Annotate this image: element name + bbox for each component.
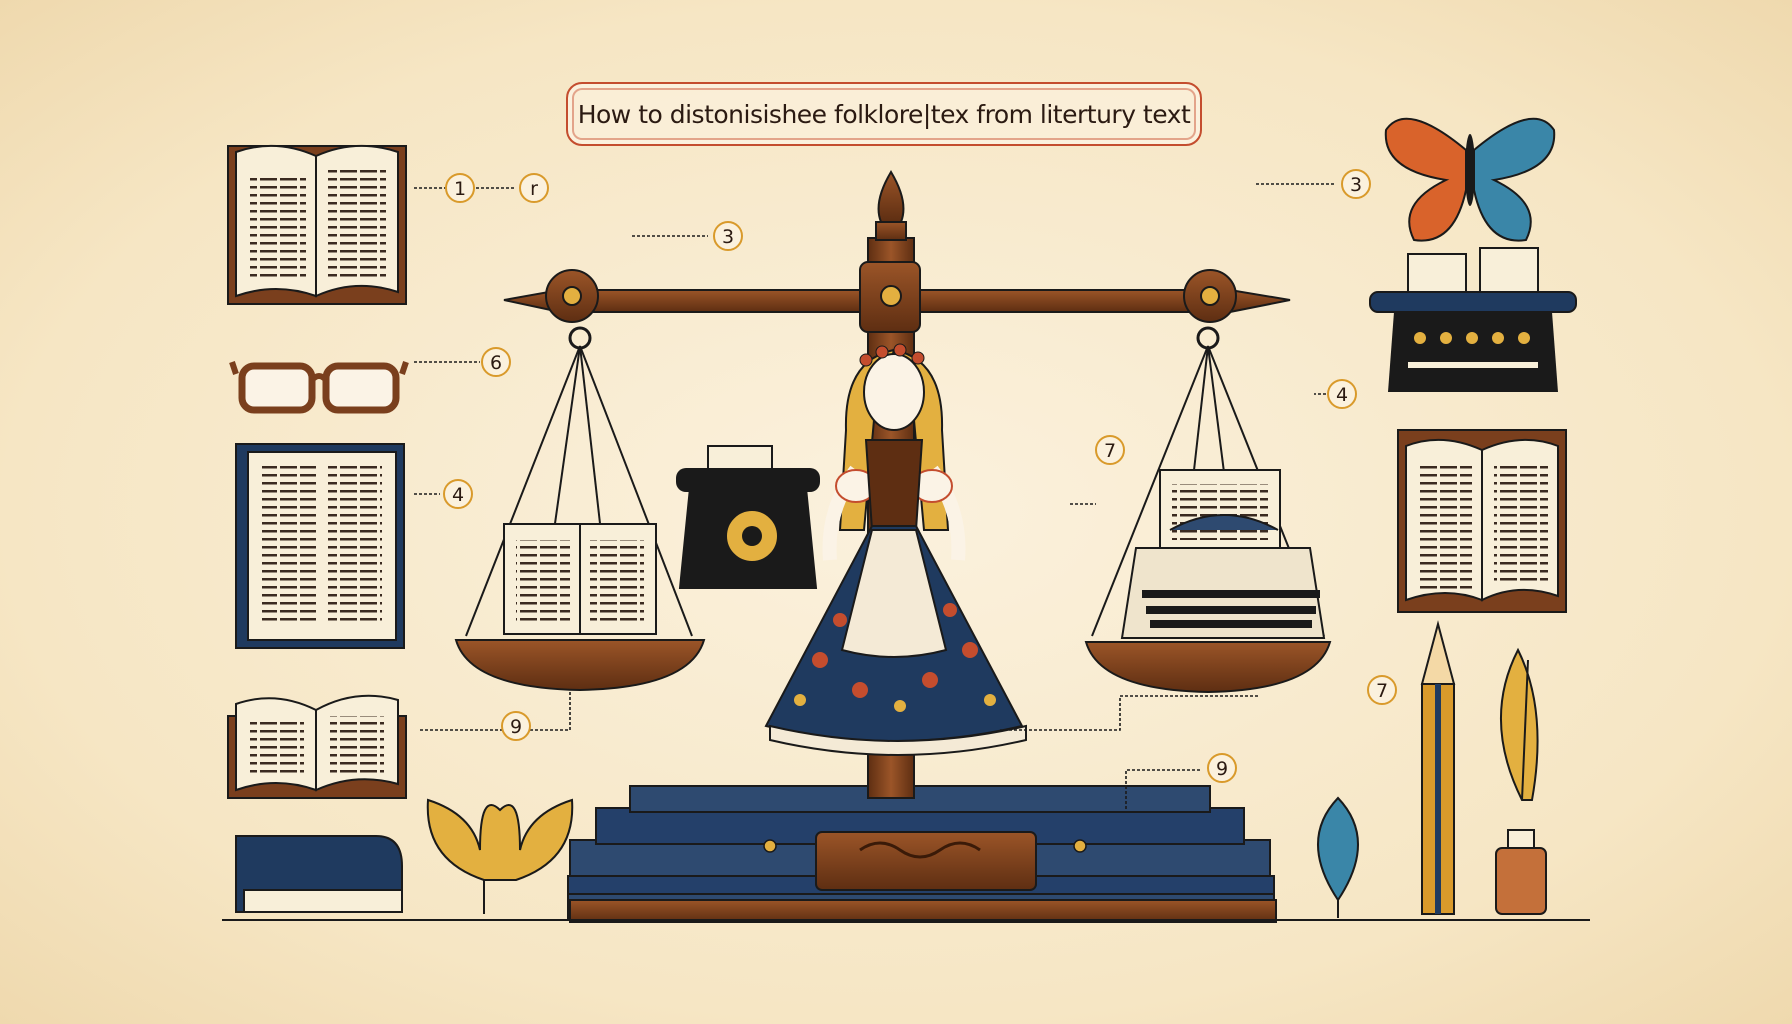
- callout-9: 9: [501, 711, 531, 741]
- callout-label: 3: [1350, 174, 1362, 196]
- title-text: How to distonisishee folklore|tex from l…: [577, 99, 1191, 129]
- callout-label: 3: [722, 226, 734, 248]
- callout-label: 6: [490, 352, 502, 374]
- open-book-icon: [1397, 429, 1567, 613]
- open-book-icon: [227, 144, 407, 305]
- callout-1: 1: [445, 173, 475, 203]
- open-book-icon: [227, 694, 407, 799]
- callout-label: 4: [1336, 384, 1348, 406]
- callout-7: 4: [1327, 379, 1357, 409]
- leaf-icon: [426, 798, 574, 914]
- butterfly-icon: [1384, 117, 1556, 242]
- callout-3: 3: [713, 221, 743, 251]
- typewriter-icon: [676, 445, 820, 589]
- callout-label: 9: [510, 716, 522, 738]
- callout-leaders: [414, 183, 1356, 810]
- callout-label: 7: [1104, 440, 1116, 462]
- callout-label: 9: [1216, 758, 1228, 780]
- pencil-icon: [1420, 620, 1456, 915]
- callout-label: r: [530, 178, 538, 200]
- folk-doll-icon: [764, 343, 1027, 756]
- callout-8: 7: [1095, 435, 1125, 465]
- callout-label: 7: [1376, 680, 1388, 702]
- callout-2: r: [519, 173, 549, 203]
- callout-10: 7: [1367, 675, 1397, 705]
- callout-4: 3: [1341, 169, 1371, 199]
- leaf-icon: [1317, 796, 1359, 918]
- callout-6: 4: [443, 479, 473, 509]
- scale-icon: [454, 170, 1332, 923]
- callout-label: 1: [454, 178, 466, 200]
- callout-label: 4: [452, 484, 464, 506]
- book-icon: [235, 835, 403, 913]
- callout-5: 6: [481, 347, 511, 377]
- book-icon: [235, 443, 405, 649]
- callout-11: 9: [1207, 753, 1237, 783]
- callout-markers: 1 r 3 3 6 4 4 7: [443, 169, 1397, 783]
- quill-icon: [1499, 647, 1539, 801]
- ink-bottle-icon: [1495, 829, 1547, 915]
- title-banner: How to distonisishee folklore|tex from l…: [566, 82, 1202, 146]
- typewriter-icon: [1369, 247, 1577, 392]
- glasses-icon: [229, 361, 409, 414]
